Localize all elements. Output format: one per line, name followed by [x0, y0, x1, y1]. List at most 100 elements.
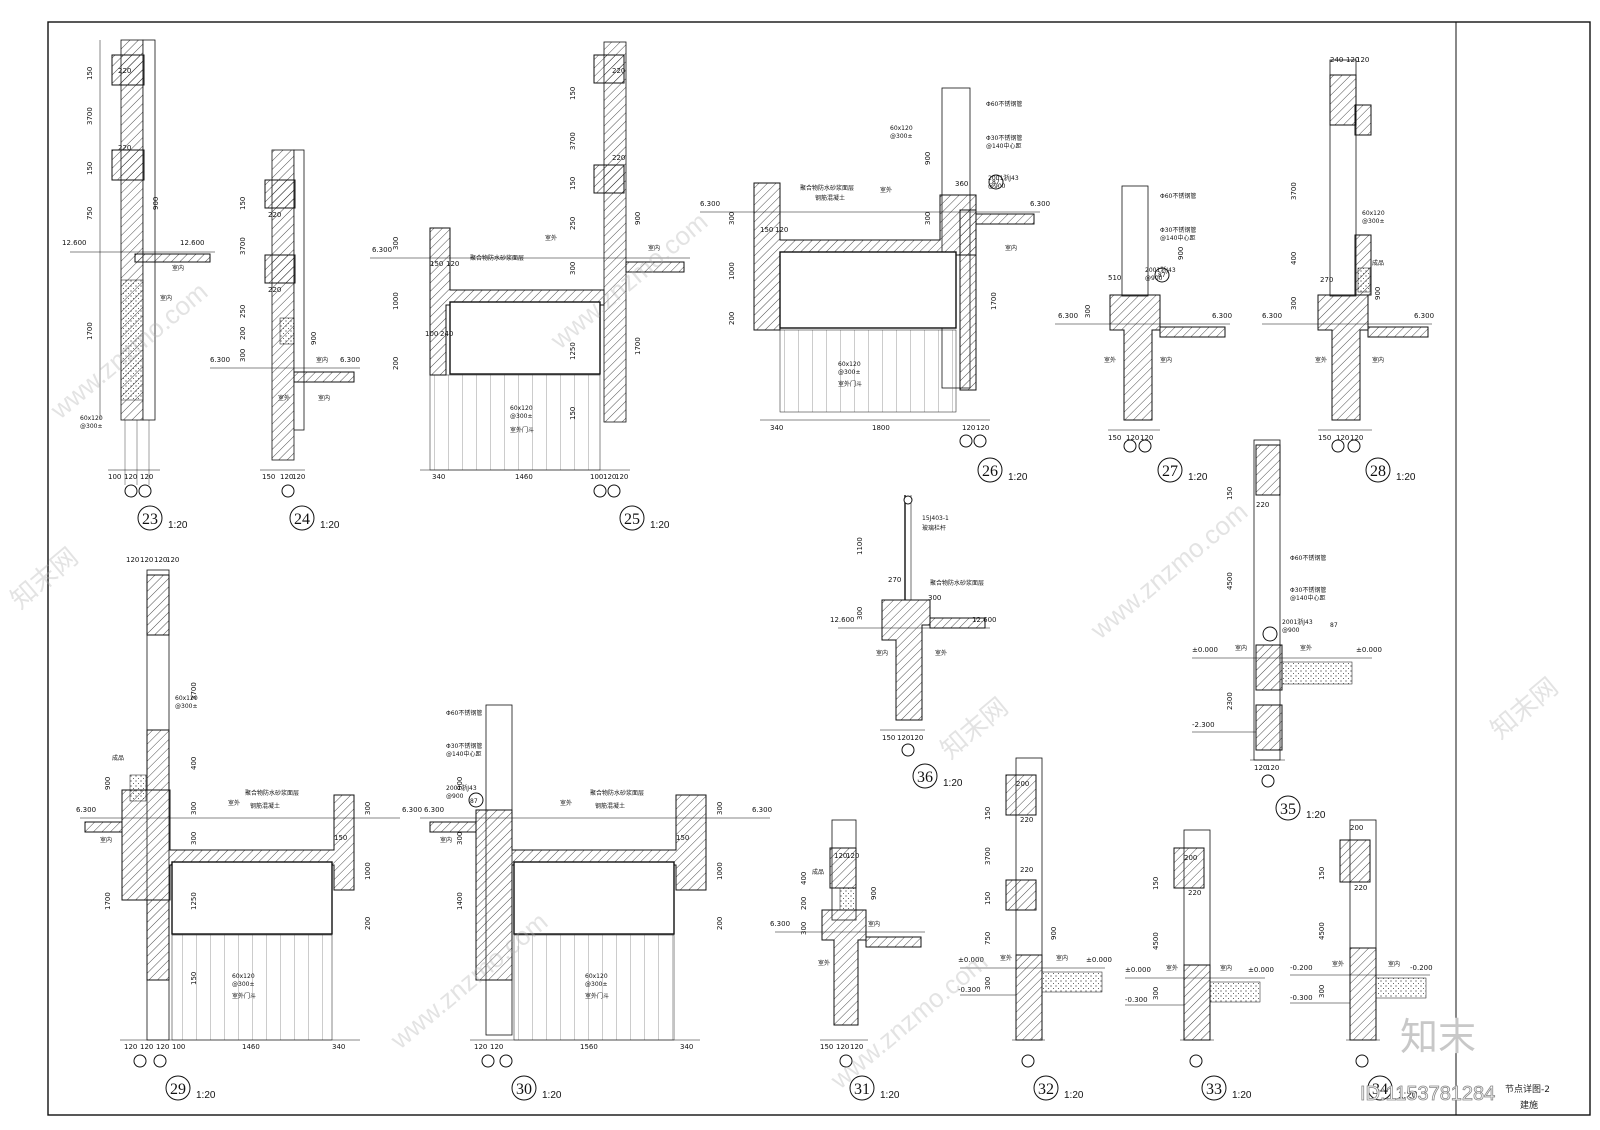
room-label: 室内 — [100, 836, 112, 844]
dim-label: 150 — [1226, 487, 1234, 500]
dim-label: 120 — [292, 473, 305, 481]
dim-label: 120 — [474, 1043, 487, 1051]
dim-label: 510 — [1108, 274, 1121, 282]
room-label: 室外 — [1166, 964, 1178, 972]
elevation-label: 6.300 — [424, 806, 444, 814]
room-label: 室内 — [1235, 644, 1247, 652]
dim-label: 900 — [1374, 287, 1382, 300]
dim-label: 200 — [716, 917, 724, 930]
dim-label: 120 — [834, 852, 847, 860]
note-label: 玻璃栏杆 — [922, 524, 946, 532]
dim-label: 150 — [262, 473, 275, 481]
note-label: 室外门斗 — [510, 426, 534, 434]
dim-label: 1700 — [990, 292, 998, 310]
elevation-label: 6.300 — [76, 806, 96, 814]
detail-scale: 1:20 — [168, 520, 188, 531]
elevation-label: 6.300 — [752, 806, 772, 814]
sheet-title: 节点详图-2 — [1505, 1083, 1550, 1095]
dim-label: 120 — [615, 473, 628, 481]
dim-label: 4500 — [1226, 572, 1234, 590]
ref-label: 87 — [1330, 622, 1338, 629]
dim-label: 150 — [984, 892, 992, 905]
dim-label: 1460 — [515, 473, 533, 481]
dim-label: 150 — [1318, 867, 1326, 880]
detail-number-circle — [977, 457, 1003, 483]
detail-number-circle — [137, 505, 163, 531]
dim-label: 300 — [1290, 297, 1298, 310]
note-label: @300± — [1362, 218, 1384, 225]
detail-number-circle — [1033, 1075, 1059, 1101]
dim-label: 120 — [140, 473, 153, 481]
dim-label: 1400 — [456, 892, 464, 910]
detail-scale: 1:20 — [196, 1090, 216, 1101]
detail-number: 31 — [854, 1081, 870, 1098]
dim-label: 1000 — [364, 862, 372, 880]
dim-label: 1000 — [716, 862, 724, 880]
note-label: @300± — [585, 981, 607, 988]
dim-label: 220 — [1020, 816, 1033, 824]
dim-label: 120 — [1356, 56, 1369, 64]
note-label: 60x120 — [1362, 210, 1385, 217]
elevation-label: ±0.000 — [1356, 646, 1382, 654]
dim-label: 300 — [856, 607, 864, 620]
detail-scale: 1:20 — [542, 1090, 562, 1101]
dim-label: 1700 — [86, 322, 94, 340]
dim-label: 150 — [239, 197, 247, 210]
detail-number-circle — [912, 763, 938, 789]
dim-label: 1250 — [569, 342, 577, 360]
elevation-label: 6.300 — [700, 200, 720, 208]
note-label: @140中心距 — [1160, 234, 1195, 242]
detail-number: 25 — [624, 511, 640, 528]
dim-label: 1250 — [190, 892, 198, 910]
dim-label: 150 — [569, 407, 577, 420]
dim-label: 220 — [1256, 501, 1269, 509]
detail-number-circle — [1365, 457, 1391, 483]
detail-number-circle — [1367, 1075, 1393, 1101]
elevation-label: 6.300 — [1414, 312, 1434, 320]
elevation-label: 6.300 — [1058, 312, 1078, 320]
dim-label: 3700 — [190, 682, 198, 700]
note-label: 室外门斗 — [838, 380, 862, 388]
dim-label: 150 — [760, 226, 773, 234]
room-label: 室外 — [545, 234, 557, 242]
dim-label: 900 — [870, 887, 878, 900]
dim-label: 200 — [1016, 780, 1029, 788]
dim-label: 300 — [728, 212, 736, 225]
detail-26: 300 1000 200 300 900 1700 150 120 360 34… — [700, 87, 1050, 483]
detail-number-circle — [1157, 457, 1183, 483]
detail-27: 300 900 510 150 120 120 6.300 6.300 Φ60不… — [1055, 185, 1232, 483]
detail-30: 900 300 1400 300 1000 200 150 120 120 15… — [420, 704, 772, 1101]
dim-label: 900 — [1177, 247, 1185, 260]
detail-number: 32 — [1038, 1081, 1054, 1098]
dim-label: 120 — [124, 1043, 137, 1051]
detail-number-circle — [849, 1075, 875, 1101]
detail-28: 3700 400 300 900 240 120 120 270 150 120… — [1262, 56, 1434, 483]
detail-number: 28 — [1370, 463, 1386, 480]
room-label: 室内 — [868, 920, 880, 928]
dim-label: 300 — [190, 802, 198, 815]
note-label: Φ30不锈钢管 — [446, 742, 482, 750]
dim-label: 1000 — [728, 262, 736, 280]
detail-number-circle — [1201, 1075, 1227, 1101]
site-logo: 知末 — [1400, 1015, 1476, 1059]
detail-36: 1100 300 270 300 150 120 120 12.600 12.6… — [830, 495, 997, 789]
note-label: Φ60不锈钢管 — [1160, 192, 1196, 200]
dim-label: 1000 — [392, 292, 400, 310]
room-label: 室外 — [1332, 960, 1344, 968]
detail-scale: 1:20 — [650, 520, 670, 531]
dim-label: 300 — [569, 262, 577, 275]
dim-label: 100 — [590, 473, 603, 481]
elevation-label: -0.200 — [1410, 964, 1433, 972]
ref-label: 87 — [1158, 272, 1166, 279]
ref-label: 2001浙J43 — [1282, 618, 1313, 626]
ref-label: 2001浙J43 — [1145, 266, 1176, 274]
detail-number: 30 — [516, 1081, 532, 1098]
ref-label: @900 — [1145, 275, 1163, 282]
dim-label: 250 — [569, 217, 577, 230]
dim-label: 150 — [569, 87, 577, 100]
detail-25: 300 1000 200 150 3700 150 250 300 1250 1… — [370, 41, 690, 531]
dim-label: 150 — [820, 1043, 833, 1051]
dim-label: 120 — [154, 556, 167, 564]
detail-number: 26 — [982, 463, 998, 480]
